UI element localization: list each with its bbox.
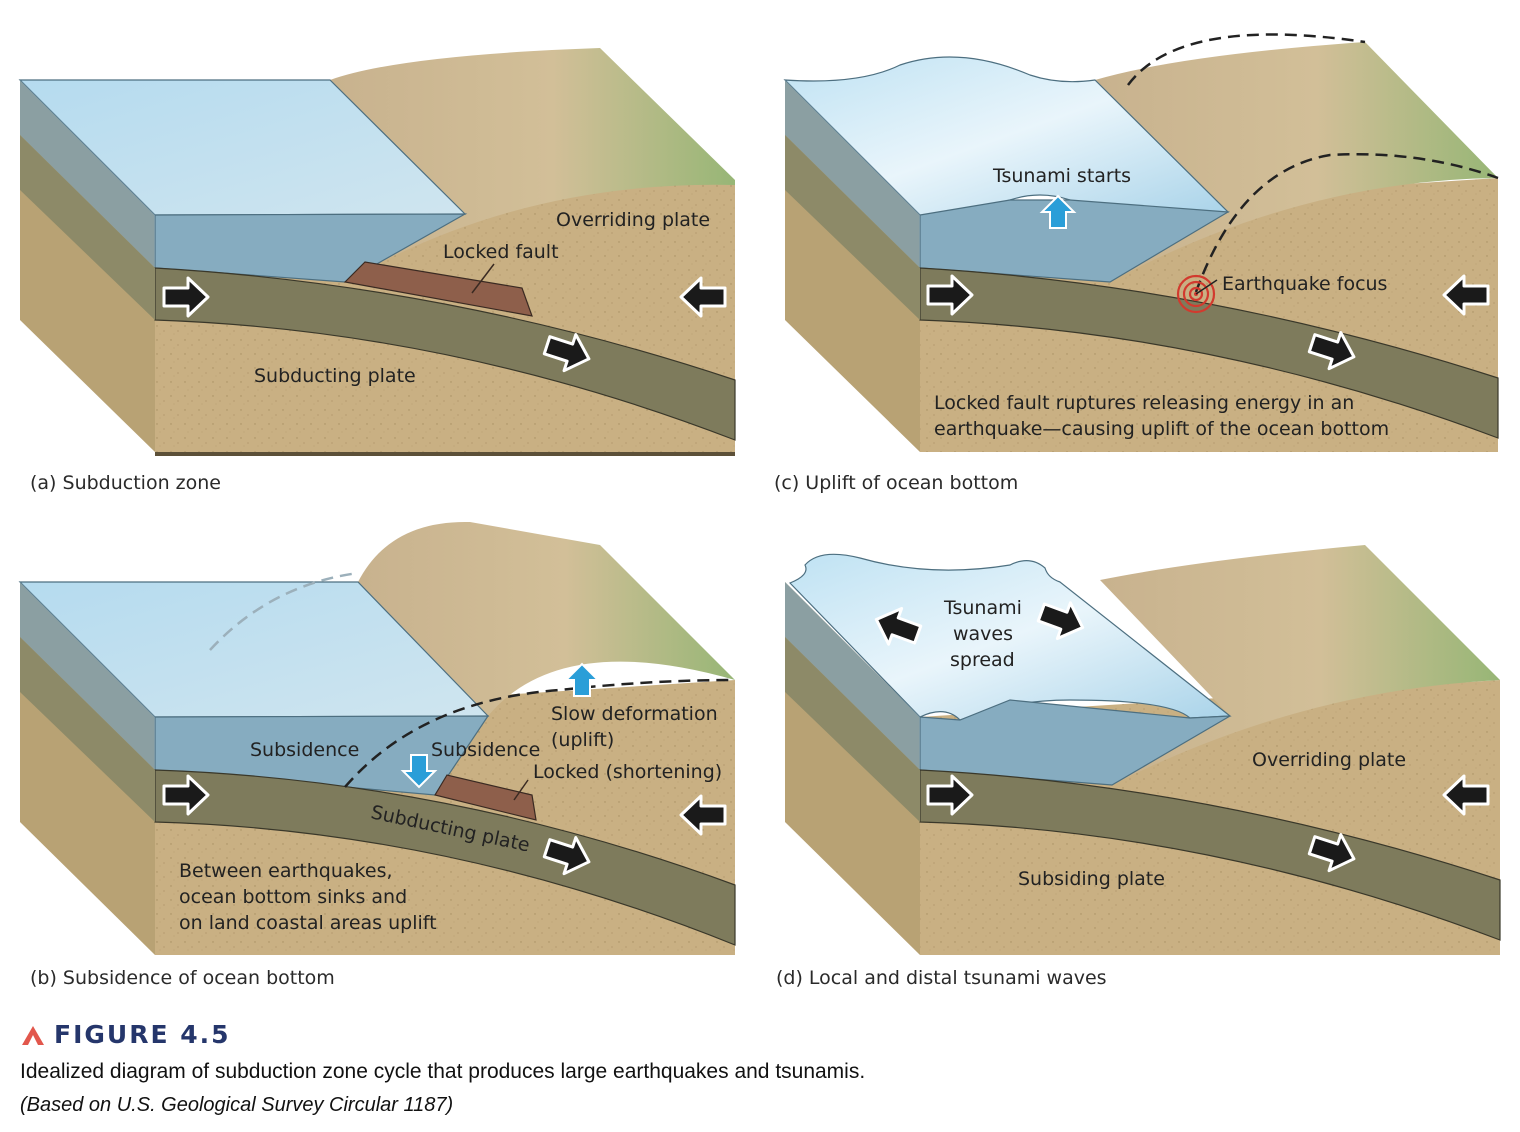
panel-b-note-line2: ocean bottom sinks and [179,886,407,908]
figure-description: Idealized diagram of subduction zone cyc… [20,1060,866,1083]
panel-b-caption: (b) Subsidence of ocean bottom [30,967,335,989]
panel-b-uplift-arrow-icon [563,662,601,697]
panel-a-land-surface [330,48,735,282]
panel-c-caption: (c) Uplift of ocean bottom [774,472,1019,494]
panel-b-locked-label: Locked (shortening) [533,761,722,783]
caret-up-icon [22,1025,44,1045]
panel-d-waves-line1: Tsunami [943,597,1022,619]
panel-b-note-line3: on land coastal areas uplift [179,912,437,934]
panel-a-caption: (a) Subduction zone [30,472,221,494]
panel-d-waves-line2: waves [953,623,1013,645]
panel-d-subsiding-label: Subsiding plate [1018,868,1165,890]
figure-source: (Based on U.S. Geological Survey Circula… [20,1094,454,1116]
panel-b-slow-line1: Slow deformation [551,703,718,725]
panel-b-subsidence-1: Subsidence [250,739,359,761]
figure-heading: FIGURE 4.5 [20,1020,231,1049]
panel-c-tsunami-label: Tsunami starts [992,165,1131,187]
panel-b-locked-fault [434,774,537,821]
panel-d-waves-line3: spread [950,649,1015,671]
panel-a-overriding-label: Overriding plate [556,209,710,231]
panel-a-locked-label: Locked fault [443,241,559,263]
panel-c-note-line1: Locked fault ruptures releasing energy i… [934,392,1354,414]
panel-a-locked-fault [343,261,533,317]
panel-c-note-line2: earthquake—causing uplift of the ocean b… [934,418,1389,440]
figure-number: FIGURE 4.5 [54,1020,231,1049]
panel-c-uplift-arrow-icon [1039,194,1077,229]
panel-c-focus-label: Earthquake focus [1222,273,1387,295]
panel-b-subsidence-2: Subsidence [431,739,540,761]
panel-b-slow-line2: (uplift) [551,729,614,751]
panel-b-sink-arrow-icon [400,754,438,789]
panel-b-note-line1: Between earthquakes, [179,860,393,882]
panel-c-earthquake-focus-icon [1176,274,1216,314]
panel-d-overriding-label: Overriding plate [1252,749,1406,771]
panel-a-subducting-label: Subducting plate [254,365,416,387]
panel-d-caption: (d) Local and distal tsunami waves [776,967,1107,989]
panel-a-subducting-slab [154,267,736,441]
